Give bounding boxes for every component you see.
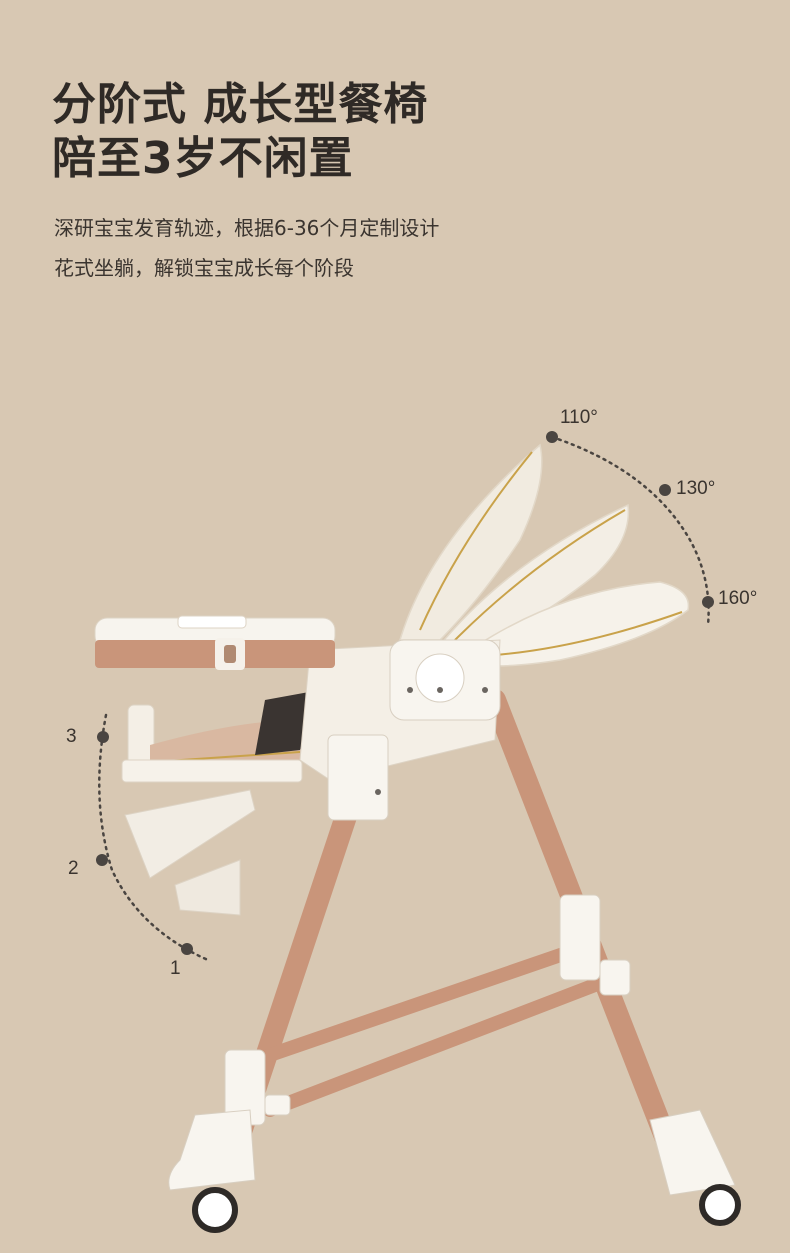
footrest-label-3: 3 — [66, 726, 77, 747]
angle-label-160: 160° — [718, 588, 758, 609]
recline-dot-110 — [546, 431, 558, 443]
footrest-dot-3 — [97, 731, 109, 743]
backrest-160 — [468, 581, 690, 667]
seat — [121, 690, 320, 783]
recline-dot-130 — [659, 484, 671, 496]
description: 深研宝宝发育轨迹，根据6-36个月定制设计 花式坐躺，解锁宝宝成长每个阶段 — [54, 208, 439, 288]
wheels — [192, 1184, 741, 1233]
footrest-arc — [98, 713, 210, 962]
description-line-2: 花式坐躺，解锁宝宝成长每个阶段 — [54, 256, 354, 280]
recline-dot-160 — [702, 596, 714, 608]
headline-line-2: 陪至3岁不闲置 — [52, 133, 354, 184]
footrest-dot-1 — [181, 943, 193, 955]
footrest — [124, 704, 256, 916]
headline-line-1: 分阶式 成长型餐椅 — [52, 79, 429, 130]
feet — [168, 1109, 736, 1196]
angle-label-110: 110° — [560, 407, 598, 428]
backrest-110 — [398, 443, 543, 641]
description-line-1: 深研宝宝发育轨迹，根据6-36个月定制设计 — [54, 216, 440, 240]
leg-clamps — [224, 894, 631, 1126]
footrest-label-2: 2 — [68, 858, 79, 879]
angle-label-130: 130° — [676, 478, 716, 499]
recline-arc — [550, 435, 710, 627]
tray — [94, 615, 336, 670]
footrest-label-1: 1 — [170, 958, 181, 979]
seat-body — [299, 639, 501, 821]
headline: 分阶式 成长型餐椅 陪至3岁不闲置 — [52, 78, 428, 186]
footrest-dot-2 — [96, 854, 108, 866]
